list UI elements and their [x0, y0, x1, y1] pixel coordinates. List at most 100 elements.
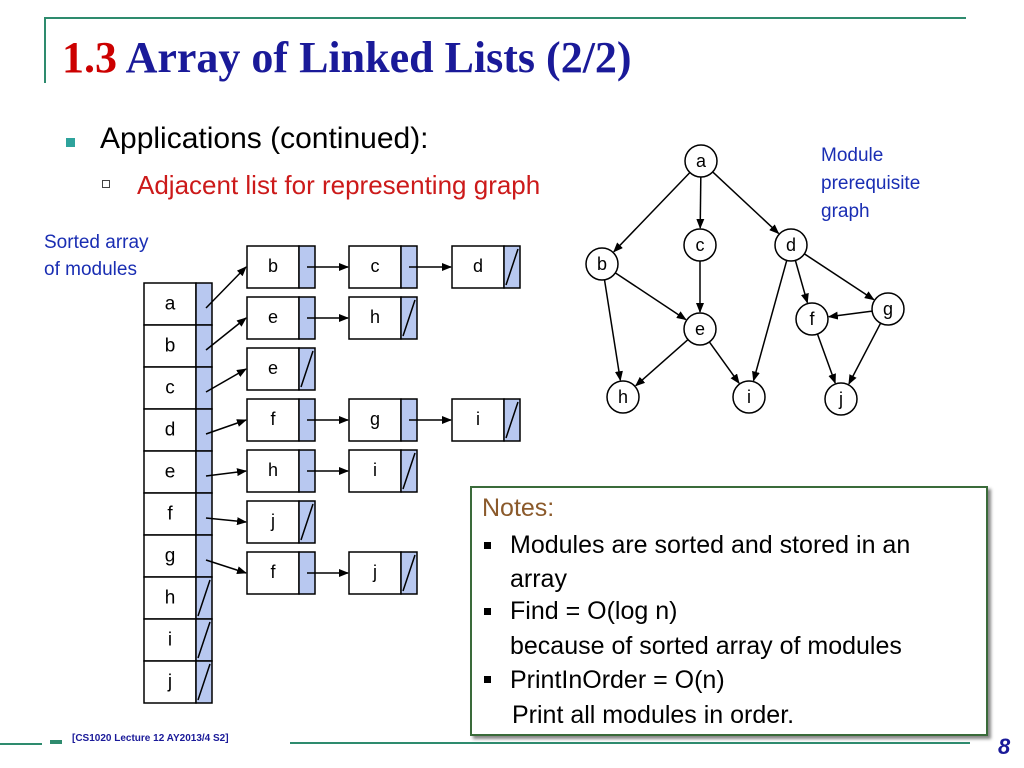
sorted-array-label: Sorted array of modules: [44, 229, 194, 283]
array-cell-label: a: [165, 294, 176, 315]
null-slash-icon: [197, 663, 211, 701]
array-cell-label: h: [165, 588, 176, 609]
list-node-label: g: [370, 409, 380, 429]
array-cell: [143, 618, 197, 662]
list-node-label: f: [270, 562, 276, 582]
graph-node: [732, 380, 766, 414]
list-node-label: e: [268, 358, 278, 378]
array-cell: [143, 492, 197, 536]
graph-node-label: f: [809, 309, 815, 329]
note-item-3-line-1: PrintInOrder = O(n): [510, 666, 725, 694]
graph-node-label: d: [786, 235, 796, 255]
list-node: [246, 500, 300, 544]
list-node: [348, 551, 402, 595]
graph-edge-arrow: [752, 260, 788, 382]
list-node: [348, 398, 402, 442]
graph-edge-arrow: [794, 260, 809, 304]
note-item-1-line-1: Modules are sorted and stored in an: [510, 531, 911, 559]
graph-edge-arrow: [708, 341, 740, 385]
notes-title: Notes:: [482, 494, 555, 522]
list-node-label: c: [371, 256, 380, 276]
list-node: [246, 347, 300, 391]
slide-title: 1.3 Array of Linked Lists (2/2): [62, 36, 632, 80]
graph-edge-arrow: [603, 279, 623, 382]
null-slash-icon: [505, 248, 519, 286]
array-pointer-cell: [195, 366, 213, 410]
list-node: [246, 245, 300, 289]
sorted-label-line-2: of modules: [44, 259, 137, 280]
list-node: [246, 398, 300, 442]
graph-node: [606, 380, 640, 414]
graph-edge-arrow: [696, 176, 705, 230]
array-cell: [143, 660, 197, 704]
notes-box: [470, 486, 988, 736]
array-pointer-cell: [195, 534, 213, 578]
title-number: 1.3: [62, 33, 117, 82]
graph-node: [871, 292, 905, 326]
graph-edge-arrow: [712, 171, 780, 235]
array-to-list-arrow: [205, 368, 247, 393]
graph-edge-arrow: [634, 339, 689, 387]
left-rule: [44, 17, 46, 83]
list-node: [348, 245, 402, 289]
array-to-list-arrow: [205, 468, 247, 477]
null-slash-icon: [197, 579, 211, 617]
array-cell-label: d: [165, 420, 176, 441]
graph-node: [795, 302, 829, 336]
array-cell: [143, 366, 197, 410]
array-cell: [143, 534, 197, 578]
footer-rule-right: [290, 742, 970, 744]
note-bullet-icon: [484, 542, 491, 549]
graph-edge-arrow: [816, 333, 836, 384]
array-pointer-cell: [195, 450, 213, 494]
array-to-list-arrow: [205, 317, 247, 351]
list-node-label: d: [473, 256, 483, 276]
graph-node-label: g: [883, 299, 893, 319]
null-slash-icon: [402, 554, 416, 592]
sorted-label-line-1: Sorted array: [44, 232, 149, 253]
graph-edge-arrow: [613, 172, 691, 253]
graph-node-label: j: [838, 389, 843, 409]
null-slash-icon: [402, 299, 416, 337]
array-pointer-cell: [195, 324, 213, 368]
array-cell-label: j: [167, 672, 172, 693]
list-node-label: i: [476, 409, 480, 429]
sub-bullet-square-icon: [102, 180, 110, 188]
graph-label: Module prerequisite graph: [821, 142, 971, 226]
graph-node-label: e: [695, 319, 705, 339]
note-item-2-line-1: Find = O(log n): [510, 597, 678, 625]
array-to-list-arrow: [205, 559, 247, 575]
null-slash-icon: [402, 452, 416, 490]
list-node-label: i: [373, 460, 377, 480]
footer-dash: [50, 740, 62, 744]
footer-rule-left: [0, 743, 42, 745]
array-cell-label: c: [165, 378, 175, 399]
note-bullet-icon: [484, 608, 491, 615]
note-bullet-icon: [484, 676, 491, 683]
null-slash-icon: [300, 503, 314, 541]
list-node-label: e: [268, 307, 278, 327]
array-to-list-arrow: [205, 517, 247, 526]
graph-node-label: a: [696, 151, 707, 171]
graph-label-line-2: prerequisite: [821, 173, 921, 194]
note-item-2-line-2: because of sorted array of modules: [510, 632, 902, 660]
graph-label-line-3: graph: [821, 201, 870, 222]
graph-node: [824, 382, 858, 416]
list-node-label: h: [268, 460, 278, 480]
graph-edge-arrow: [614, 272, 687, 321]
array-pointer-cell: [195, 492, 213, 536]
list-node: [451, 398, 505, 442]
list-node-label: h: [370, 307, 380, 327]
array-cell: [143, 576, 197, 620]
array-cell-label: g: [165, 546, 176, 567]
graph-node: [684, 144, 718, 178]
bullet-adjacent-list: Adjacent list for representing graph: [137, 170, 541, 200]
list-node-label: f: [270, 409, 276, 429]
array-cell-label: e: [165, 462, 176, 483]
null-slash-icon: [197, 621, 211, 659]
array-cell: [143, 408, 197, 452]
graph-edge-arrow: [848, 322, 882, 385]
list-node: [246, 449, 300, 493]
